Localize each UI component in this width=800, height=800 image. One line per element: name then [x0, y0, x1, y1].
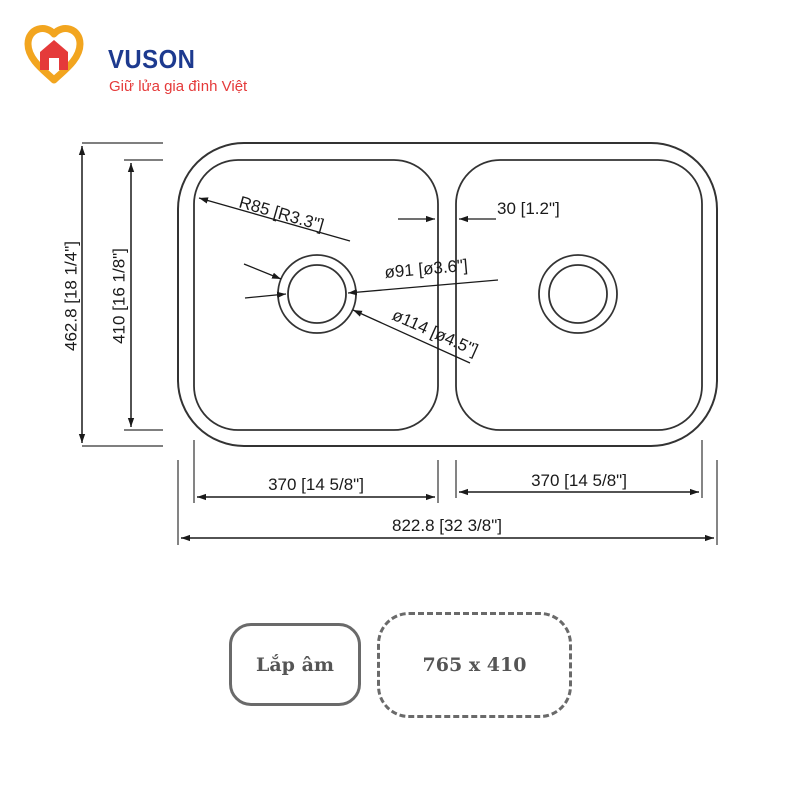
house-heart-logo-icon: [24, 25, 84, 84]
brand-name: VUSON: [108, 44, 196, 74]
corner-radius-label: R85 [R3.3"]: [237, 193, 326, 235]
mount-type-label: Lắp âm: [256, 653, 334, 676]
left-drain-inner: [287, 264, 347, 324]
overall-width-label: 822.8 [32 3/8"]: [392, 516, 502, 535]
size-tag: 765 x 410: [377, 612, 572, 718]
drain-outer-callout: ø114 [ø4.5"]: [243, 263, 481, 364]
left-bowl-width-label: 370 [14 5/8"]: [268, 475, 364, 494]
bowl-height-dimension: 410 [16 1/8"]: [109, 159, 163, 431]
overall-width-dimension: 822.8 [32 3/8"]: [177, 460, 718, 545]
right-bowl-width-label: 370 [14 5/8"]: [531, 471, 627, 490]
right-drain-inner: [548, 264, 608, 324]
right-drain-outer: [538, 254, 618, 334]
mount-type-tag: Lắp âm: [229, 623, 361, 706]
right-bowl: [455, 159, 703, 431]
overall-height-dimension: 462.8 [18 1/4"]: [61, 142, 163, 447]
right-bowl-width-dimension: 370 [14 5/8"]: [455, 440, 703, 498]
overall-height-label: 462.8 [18 1/4"]: [61, 241, 80, 351]
left-bowl-width-dimension: 370 [14 5/8"]: [193, 440, 439, 503]
divider-width-label: 30 [1.2"]: [497, 199, 560, 218]
bowl-height-label: 410 [16 1/8"]: [109, 248, 128, 344]
divider-width-dimension: 30 [1.2"]: [398, 199, 560, 223]
brand-tagline: Giữ lửa gia đình Việt: [109, 78, 248, 95]
left-bowl: [193, 159, 439, 431]
corner-radius-callout: R85 [R3.3"]: [198, 193, 351, 242]
left-drain-outer: [277, 254, 357, 334]
size-label: 765 x 410: [422, 654, 527, 676]
sink-outer-rim: [177, 142, 718, 447]
brand-logo: VUSON Giữ lửa gia đình Việt: [14, 18, 274, 95]
